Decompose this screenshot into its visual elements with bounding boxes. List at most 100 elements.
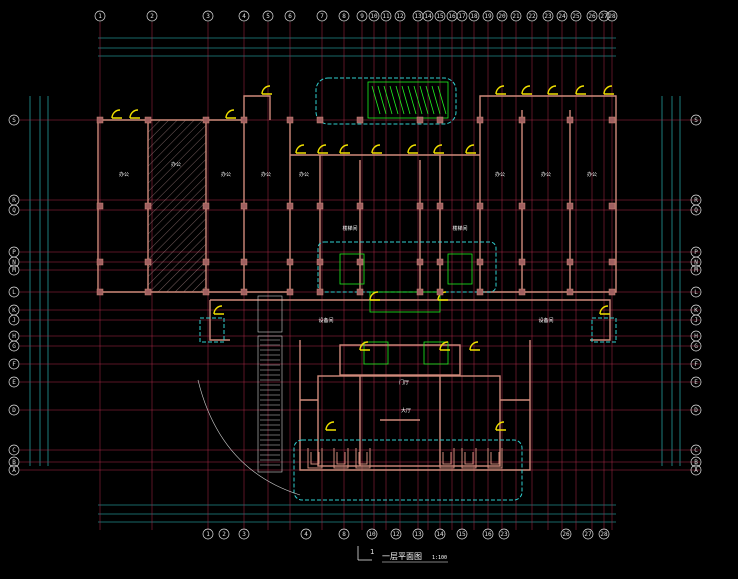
axis-left-K-label: K — [12, 307, 16, 314]
escalator — [257, 295, 283, 473]
room-equipment-1: 设备间 — [318, 317, 333, 324]
axis-bottom-26: 26 — [560, 528, 572, 540]
axis-right-A: A — [690, 464, 702, 476]
column-19 — [286, 258, 294, 266]
axis-bottom-27-label: 27 — [584, 531, 592, 538]
drawing-title: 一层平面图 — [382, 552, 422, 561]
column-17 — [286, 116, 294, 124]
axis-bottom-13-label: 13 — [414, 531, 422, 538]
column-24 — [316, 288, 324, 296]
column-21 — [316, 116, 324, 124]
axis-top-19-label: 19 — [484, 13, 492, 20]
axis-top-18: 18 — [468, 10, 480, 22]
axis-right-N-label: N — [694, 259, 698, 266]
axis-top-10-label: 10 — [370, 13, 378, 20]
fixture-6 — [487, 448, 503, 469]
axis-bottom-1-label: 1 — [206, 531, 210, 538]
door-15 — [575, 85, 586, 95]
column-29 — [416, 116, 424, 124]
column-30 — [416, 202, 424, 210]
door-17 — [369, 291, 380, 301]
door-5 — [295, 144, 306, 154]
axis-left-J: J — [8, 314, 20, 326]
axis-bottom-4: 4 — [300, 528, 312, 540]
axis-left-B: B — [8, 456, 20, 468]
axis-top-16-label: 16 — [448, 13, 456, 20]
axis-bottom-4-label: 4 — [304, 531, 308, 538]
axis-top-13: 13 — [412, 10, 424, 22]
column-12 — [202, 288, 210, 296]
axis-top-22: 22 — [526, 10, 538, 22]
axis-top-14-label: 14 — [424, 13, 432, 20]
axis-right-P-label: P — [694, 249, 698, 256]
door-24 — [495, 421, 506, 431]
axis-left-Q: Q — [8, 204, 20, 216]
column-2 — [96, 202, 104, 210]
axis-top-27: 27 — [598, 10, 610, 22]
axis-bottom-16: 16 — [482, 528, 494, 540]
room-north-4: 办公 — [299, 171, 309, 178]
axis-top-24: 24 — [556, 10, 568, 22]
column-5 — [144, 116, 152, 124]
axis-top-2: 2 — [146, 10, 158, 22]
axis-bottom-10-label: 10 — [368, 531, 376, 538]
axis-bottom-15-label: 15 — [458, 531, 466, 538]
axis-right-D: D — [690, 404, 702, 416]
axis-top-27-label: 27 — [600, 13, 608, 20]
axis-top-8-label: 8 — [342, 13, 346, 20]
axis-left-B-label: B — [12, 459, 16, 466]
room-lobby: 门厅 — [399, 379, 409, 386]
door-21 — [359, 341, 370, 351]
door-16 — [603, 85, 614, 95]
axis-left-K: K — [8, 304, 20, 316]
column-8 — [144, 288, 152, 296]
axis-bottom-26-label: 26 — [562, 531, 570, 538]
axis-bottom-14: 14 — [434, 528, 446, 540]
axis-right-R-label: R — [694, 197, 698, 204]
axis-top-21-label: 21 — [512, 13, 520, 20]
axis-top-25: 25 — [570, 10, 582, 22]
axis-top-18-label: 18 — [470, 13, 478, 20]
axis-bottom-12-label: 12 — [392, 531, 400, 538]
axis-top-6: 6 — [284, 10, 296, 22]
column-45 — [566, 116, 574, 124]
column-43 — [518, 258, 526, 266]
axis-top-11-label: 11 — [382, 13, 390, 20]
door-2 — [129, 109, 140, 119]
room-north-2: 办公 — [221, 171, 231, 178]
axis-left-C-label: C — [12, 447, 16, 454]
doors — [111, 85, 614, 431]
axis-left-M: M — [8, 264, 20, 276]
axis-top-7: 7 — [316, 10, 328, 22]
axis-top-20-label: 20 — [498, 13, 506, 20]
axis-right-G-label: G — [694, 343, 698, 350]
column-35 — [436, 258, 444, 266]
door-9 — [407, 144, 418, 154]
column-38 — [476, 202, 484, 210]
axis-top-3: 3 — [202, 10, 214, 22]
axis-right-G: G — [690, 340, 702, 352]
stairs — [339, 81, 473, 365]
column-22 — [316, 202, 324, 210]
axis-top-9-label: 9 — [360, 13, 364, 20]
axis-top-1-label: 1 — [98, 13, 102, 20]
room-stair-1: 楼梯间 — [342, 225, 357, 232]
axis-right-B: B — [690, 456, 702, 468]
axis-top-9: 9 — [356, 10, 368, 22]
axis-top-28-label: 28 — [608, 13, 616, 20]
axis-bottom-8: 8 — [338, 528, 350, 540]
axis-left-P: P — [8, 246, 20, 258]
column-39 — [476, 258, 484, 266]
axis-top-21: 21 — [510, 10, 522, 22]
axis-bottom-1: 1 — [202, 528, 214, 540]
axis-top-2-label: 2 — [150, 13, 154, 20]
drawing-title-block: 1 一层平面图 1:100 — [357, 546, 448, 563]
axis-top-15-label: 15 — [436, 13, 444, 20]
axis-left-E-label: E — [12, 379, 16, 386]
axis-bottom-8-label: 8 — [342, 531, 346, 538]
column-15 — [240, 258, 248, 266]
column-20 — [286, 288, 294, 296]
